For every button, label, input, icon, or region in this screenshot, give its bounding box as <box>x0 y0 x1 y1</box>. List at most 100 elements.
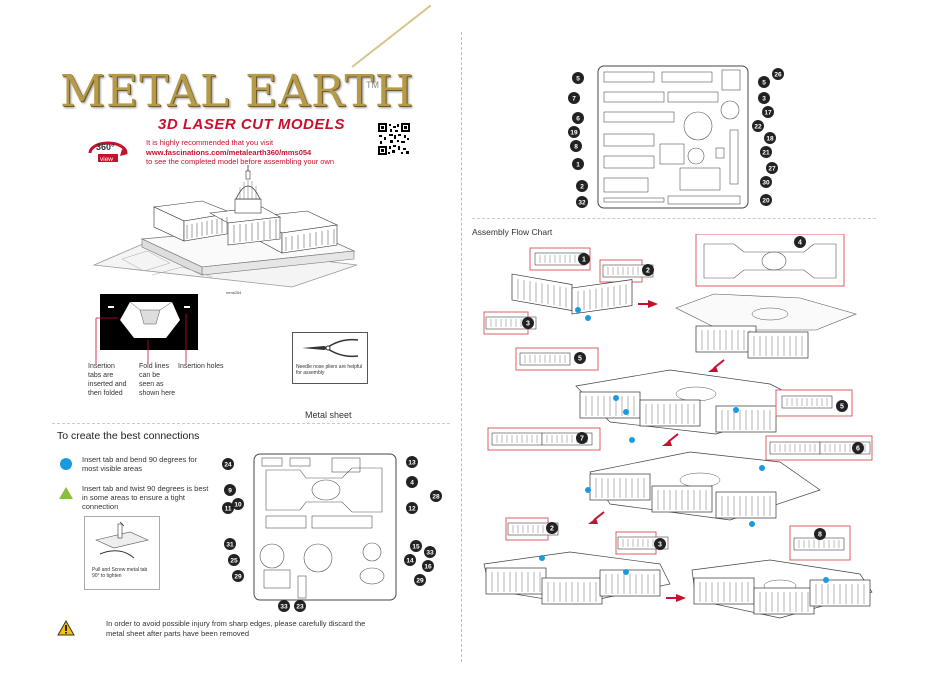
step-marker: 5 <box>836 400 848 412</box>
part-marker: 23 <box>294 600 306 612</box>
metal-sheet-label: Metal sheet <box>305 410 352 420</box>
part-marker: 15 <box>410 540 422 552</box>
section-divider <box>472 218 876 220</box>
svg-text:33: 33 <box>280 604 288 611</box>
svg-text:3: 3 <box>526 321 530 328</box>
svg-text:4: 4 <box>798 240 802 247</box>
trademark: TM <box>366 80 379 90</box>
pliers-icon <box>300 336 360 360</box>
part-marker: 5 <box>572 72 584 84</box>
brand-subtitle: 3D LASER CUT MODELS <box>158 116 345 133</box>
part-marker: 12 <box>406 502 418 514</box>
label-insertion-holes: Insertion holes <box>178 362 238 371</box>
model-code: mms054 <box>226 290 241 295</box>
capitol-model-illustration <box>92 165 360 290</box>
step-marker: 8 <box>814 528 826 540</box>
svg-text:5: 5 <box>576 76 580 83</box>
page-divider <box>461 32 463 662</box>
svg-text:30: 30 <box>762 180 770 187</box>
view-360-icon: 360° view <box>86 135 130 165</box>
part-marker: 33 <box>278 600 290 612</box>
step-marker: 2 <box>546 522 558 534</box>
svg-text:13: 13 <box>408 460 416 467</box>
parts-sheet-left: 24 13 9 4 10 28 11 12 31 15 25 33 14 16 … <box>222 452 448 614</box>
part-marker: 13 <box>406 456 418 468</box>
step-marker: 3 <box>654 538 666 550</box>
part-marker: 3 <box>758 92 770 104</box>
pliers-note: Needle nose pliers are helpful for assem… <box>296 364 364 376</box>
part-marker: 1 <box>572 158 584 170</box>
svg-text:33: 33 <box>426 550 434 557</box>
svg-text:2: 2 <box>646 268 650 275</box>
part-marker: 29 <box>414 574 426 586</box>
part-marker: 24 <box>222 458 234 470</box>
label-insertion-tabs: Insertion tabs are inserted and then fol… <box>88 362 130 398</box>
svg-text:2: 2 <box>550 526 554 533</box>
part-marker: 5 <box>758 76 770 88</box>
part-marker: 28 <box>430 490 442 502</box>
section-divider <box>52 423 450 425</box>
step-marker: 4 <box>794 236 806 248</box>
qr-code[interactable] <box>378 123 410 155</box>
svg-text:18: 18 <box>766 136 774 143</box>
svg-text:15: 15 <box>412 544 420 551</box>
part-marker: 7 <box>568 92 580 104</box>
svg-text:5: 5 <box>762 80 766 87</box>
svg-text:7: 7 <box>572 96 576 103</box>
part-marker: 19 <box>568 126 580 138</box>
svg-text:25: 25 <box>230 558 238 565</box>
step-marker: 2 <box>642 264 654 276</box>
part-marker: 14 <box>404 554 416 566</box>
view-360-top: 360° <box>96 142 115 152</box>
part-marker: 4 <box>406 476 418 488</box>
logo-swoosh <box>351 5 431 68</box>
part-marker: 8 <box>570 140 582 152</box>
svg-text:3: 3 <box>762 96 766 103</box>
svg-text:5: 5 <box>578 356 582 363</box>
part-marker: 27 <box>766 162 778 174</box>
svg-text:26: 26 <box>774 72 782 79</box>
part-marker: 20 <box>760 194 772 206</box>
blue-dot-icon <box>60 458 72 470</box>
green-triangle-icon <box>59 487 73 499</box>
connections-heading: To create the best connections <box>57 430 199 442</box>
part-marker: 30 <box>760 176 772 188</box>
part-marker: 6 <box>572 112 584 124</box>
svg-text:3: 3 <box>658 542 662 549</box>
svg-text:5: 5 <box>840 404 844 411</box>
svg-text:14: 14 <box>406 558 414 565</box>
view-360-bottom: view <box>100 156 113 163</box>
part-marker: 33 <box>424 546 436 558</box>
svg-text:8: 8 <box>818 532 822 539</box>
svg-text:1: 1 <box>582 257 586 264</box>
intro-url[interactable]: www.fascinations.com/metalearth360/mms05… <box>146 148 334 158</box>
svg-text:17: 17 <box>764 110 772 117</box>
part-marker: 18 <box>764 132 776 144</box>
svg-text:31: 31 <box>226 542 234 549</box>
step-marker: 5 <box>574 352 586 364</box>
svg-text:7: 7 <box>580 436 584 443</box>
svg-text:6: 6 <box>576 116 580 123</box>
twist-diagram <box>90 520 152 560</box>
svg-text:27: 27 <box>768 166 776 173</box>
svg-text:23: 23 <box>296 604 304 611</box>
green-instruction: Insert tab and twist 90 degrees is best … <box>82 484 214 511</box>
step-marker: 1 <box>578 253 590 265</box>
callout-lines <box>88 310 198 366</box>
part-marker: 26 <box>772 68 784 80</box>
warning-icon <box>57 620 75 636</box>
step-marker: 3 <box>522 317 534 329</box>
blue-instruction: Insert tab and bend 90 degrees for most … <box>82 455 212 473</box>
part-marker: 29 <box>232 570 244 582</box>
part-marker: 32 <box>576 196 588 208</box>
svg-text:10: 10 <box>234 502 242 509</box>
part-marker: 21 <box>760 146 772 158</box>
svg-text:29: 29 <box>234 574 242 581</box>
part-marker: 22 <box>752 120 764 132</box>
part-marker: 2 <box>576 180 588 192</box>
assembly-flow-chart: 1 2 3 4 5 5 7 6 2 3 8 <box>480 234 880 648</box>
svg-text:32: 32 <box>578 200 586 207</box>
svg-text:11: 11 <box>225 506 232 513</box>
svg-text:12: 12 <box>408 506 416 513</box>
part-marker: 31 <box>224 538 236 550</box>
